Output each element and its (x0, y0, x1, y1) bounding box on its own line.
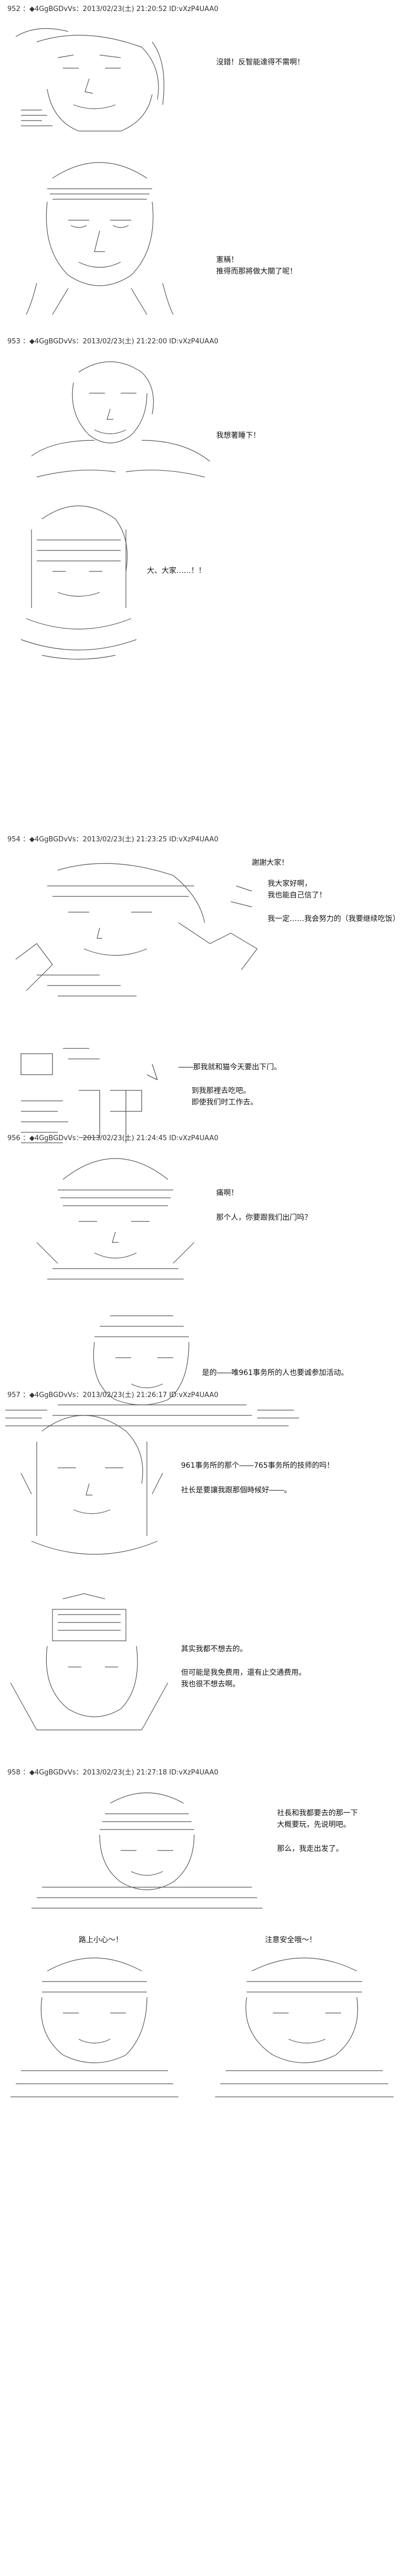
dialog-line: 我想著睡下！ (216, 431, 260, 440)
dialog-line: 沒錯！反智能達得不需啊！ (216, 58, 304, 67)
dialog-line: 社長和我都要去的那一下 (277, 1809, 358, 1817)
dialog-line: 我也很不想去啊。 (181, 1680, 240, 1689)
ascii-art-figure (10, 1410, 173, 1567)
dialog-line: 我一定……我会努力的（我要继续吃饭） (268, 915, 400, 923)
ascii-art-figure (31, 1148, 199, 1290)
ascii-art-figure (10, 1955, 184, 2102)
dialog-line: 推得而那將做大關了呢！ (216, 267, 297, 276)
dialog-line: 即使我们时工作去。 (192, 1098, 258, 1107)
dialog-line: 憲稱！ (216, 256, 238, 264)
post-header: 954 ：◆4GgBGDvVs：2013/02/23(土) 21:23:25 I… (7, 836, 219, 843)
ascii-art-figure (215, 1955, 404, 2102)
dialog-line: 961事务所的那个――765事务所的技师的吗！ (181, 1462, 334, 1470)
ascii-art-figure (21, 152, 178, 315)
ascii-art-figure (5, 1588, 173, 1740)
dialog-line: 注意安全哦～！ (265, 1936, 316, 1944)
ascii-art-figure (5, 854, 268, 1012)
dialog-line: 那个人，你要跟我们出门吗？ (216, 1214, 312, 1222)
dialog-line: 社长是要讓我跟那個時候好――。 (181, 1486, 291, 1495)
ascii-art-figure (21, 351, 215, 488)
post-header: 958 ：◆4GgBGDvVs：2013/02/23(土) 21:27:18 I… (7, 1769, 219, 1777)
dialog-line: 痛啊！ (216, 1189, 238, 1197)
dialog-line: 其实我都不想去的。 (181, 1645, 247, 1653)
dialog-line: 但可能是我免费用，還有止交通费用。 (181, 1669, 306, 1677)
dialog-line: 大概要玩，先说明吧。 (277, 1821, 351, 1829)
ascii-art-figure (10, 1043, 178, 1159)
ascii-art-figure (10, 498, 147, 666)
dialog-line: 我大家好啊， (268, 880, 312, 888)
post-header: 953 ：◆4GgBGDvVs：2013/02/23(土) 21:22:00 I… (7, 338, 219, 345)
post-header: 956 ：◆4GgBGDvVs：2013/02/23(土) 21:24:45 I… (7, 1134, 219, 1142)
ascii-art-figure (5, 1305, 299, 1442)
ascii-art-figure (31, 1788, 262, 1913)
dialog-line: 路上小心～！ (79, 1936, 123, 1944)
dialog-line: 我也能自己信了！ (268, 891, 326, 900)
dialog-line: ――那我就和猫今天要出下门。 (178, 1063, 281, 1071)
ascii-art-figure (5, 21, 194, 142)
dialog-line: 大、大家……！！ (147, 567, 206, 575)
post-header: 957 ：◆4GgBGDvVs：2013/02/23(土) 21:26:17 I… (7, 1391, 219, 1399)
dialog-line: 那么，我走出发了。 (277, 1845, 343, 1853)
dialog-line: 到我那裡去吃吧。 (192, 1087, 250, 1095)
post-header: 952 ：◆4GgBGDvVs：2013/02/23(土) 21:20:52 I… (7, 5, 219, 13)
dialog-line: 是的――唯961事务所的人也要诚参加活动。 (202, 1369, 348, 1377)
dialog-line: 謝謝大家！ (252, 859, 289, 867)
